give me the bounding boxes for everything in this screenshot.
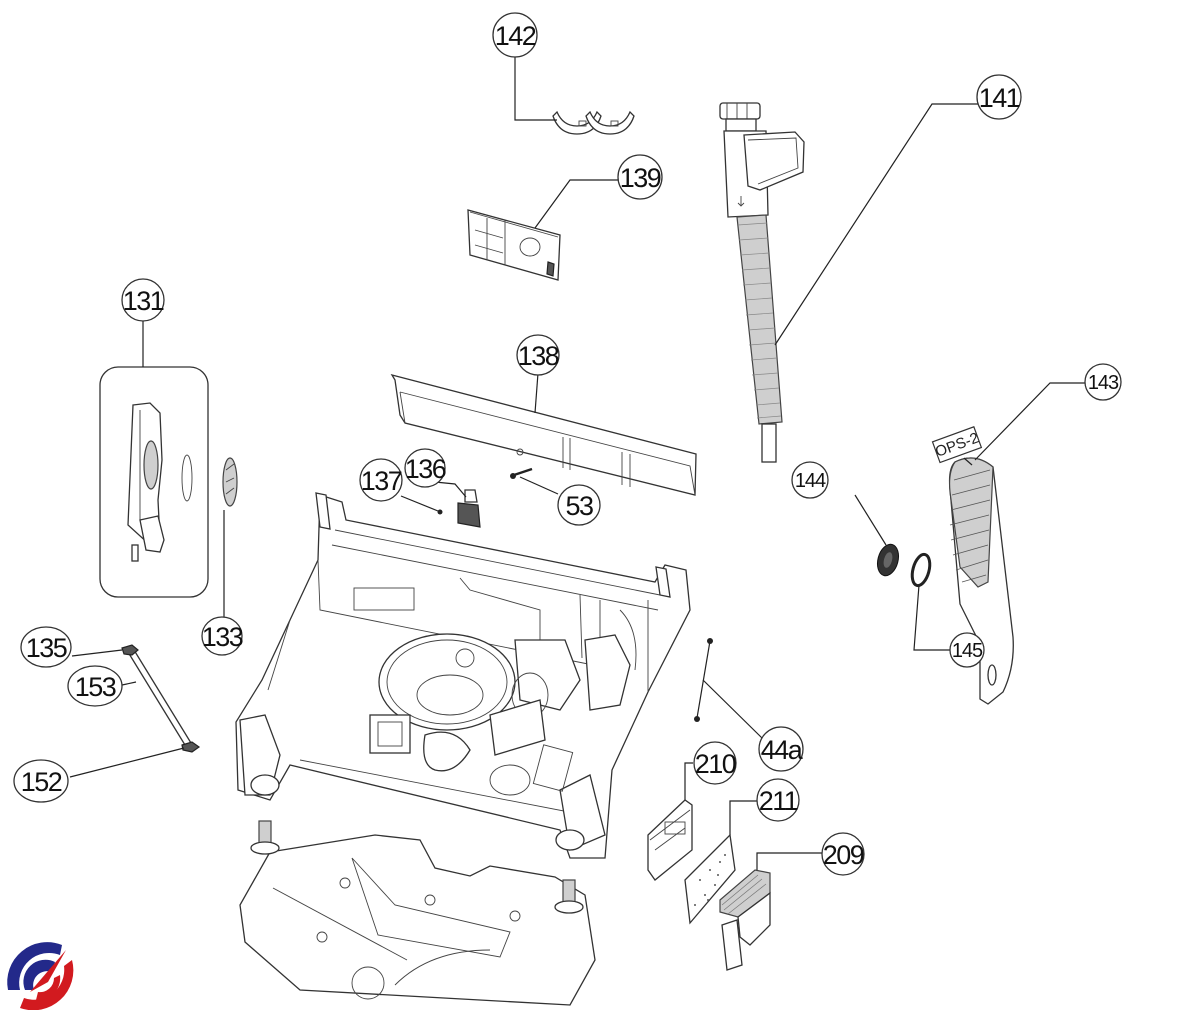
- callout-211[interactable]: 211: [756, 778, 800, 822]
- part-153-tube[interactable]: [127, 649, 192, 746]
- callout-153-label: 153: [75, 672, 116, 702]
- part-210-module-housing[interactable]: [647, 799, 693, 881]
- callout-44a-label: 44a: [761, 735, 804, 765]
- callout-135[interactable]: 135: [20, 626, 72, 668]
- part-133-seal-ring[interactable]: [222, 457, 238, 507]
- callout-136[interactable]: 136: [404, 448, 447, 488]
- callout-152-label: 152: [21, 767, 62, 797]
- callout-145-label: 145: [952, 640, 983, 662]
- part-142-hose-clips[interactable]: [552, 110, 635, 135]
- callout-209-label: 209: [823, 840, 864, 870]
- logo-blue-arc-outer: [7, 942, 63, 990]
- callout-136-label: 136: [405, 454, 446, 484]
- part-211-control-board[interactable]: [684, 833, 736, 925]
- part-53-screw[interactable]: [510, 467, 533, 479]
- part-base-tray[interactable]: [239, 820, 596, 1006]
- brand-logo: [7, 942, 74, 1010]
- callout-135-label: 135: [26, 633, 67, 663]
- part-141-inlet-hose[interactable]: [719, 102, 805, 463]
- part-143-side-cover[interactable]: [948, 457, 1014, 705]
- callout-53[interactable]: 53: [557, 484, 601, 526]
- part-base-frame[interactable]: [235, 492, 691, 859]
- part-152-clip[interactable]: [181, 741, 201, 753]
- part-145-o-ring[interactable]: [909, 552, 933, 588]
- callout-139[interactable]: 139: [617, 154, 663, 200]
- part-137-screw[interactable]: [437, 509, 443, 515]
- callout-138-label: 138: [518, 341, 559, 371]
- callout-133[interactable]: 133: [201, 616, 244, 656]
- callout-153[interactable]: 153: [67, 665, 123, 707]
- callout-210-label: 210: [695, 749, 736, 779]
- part-131-group-box[interactable]: [99, 366, 209, 598]
- part-44a-screws[interactable]: [694, 638, 713, 722]
- callout-44a[interactable]: 44a: [758, 726, 805, 772]
- callout-139-label: 139: [620, 163, 661, 193]
- callout-138[interactable]: 138: [516, 334, 560, 376]
- callout-144[interactable]: 144: [791, 461, 829, 499]
- part-209-module-cover[interactable]: [719, 869, 771, 971]
- part-144-filter-disc[interactable]: [874, 542, 902, 578]
- part-135-clip[interactable]: [121, 644, 139, 656]
- callout-131[interactable]: 131: [121, 278, 165, 322]
- logo-blue-arc-inner: [23, 959, 55, 990]
- part-139-bracket-plate[interactable]: [467, 209, 561, 281]
- logo-red-arc-inner: [36, 975, 61, 1001]
- callout-142[interactable]: 142: [492, 12, 538, 58]
- callout-131-label: 131: [123, 286, 164, 316]
- part-136-clip-bracket[interactable]: [457, 489, 481, 528]
- callout-137[interactable]: 137: [359, 458, 403, 502]
- callout-211-label: 211: [759, 786, 798, 816]
- logo-red-center: [30, 950, 66, 992]
- callout-137-label: 137: [361, 466, 402, 496]
- callout-144-label: 144: [795, 470, 826, 492]
- callout-152[interactable]: 152: [13, 759, 69, 803]
- logo-red-arc-outer: [20, 960, 74, 1010]
- leader-lines: [69, 57, 1085, 870]
- callout-53-label: 53: [565, 491, 593, 521]
- callout-143-label: 143: [1088, 372, 1119, 394]
- callout-133-label: 133: [202, 622, 243, 652]
- callout-145[interactable]: 145: [949, 632, 985, 668]
- ops-2-tag: OPS-2: [931, 426, 983, 464]
- callout-209[interactable]: 209: [821, 832, 865, 876]
- callout-210[interactable]: 210: [693, 741, 737, 785]
- callout-143[interactable]: 143: [1084, 363, 1122, 401]
- callout-142-label: 142: [495, 21, 536, 51]
- part-138-duct[interactable]: [390, 373, 697, 496]
- callout-141-label: 141: [979, 83, 1020, 113]
- callout-141[interactable]: 141: [976, 74, 1022, 120]
